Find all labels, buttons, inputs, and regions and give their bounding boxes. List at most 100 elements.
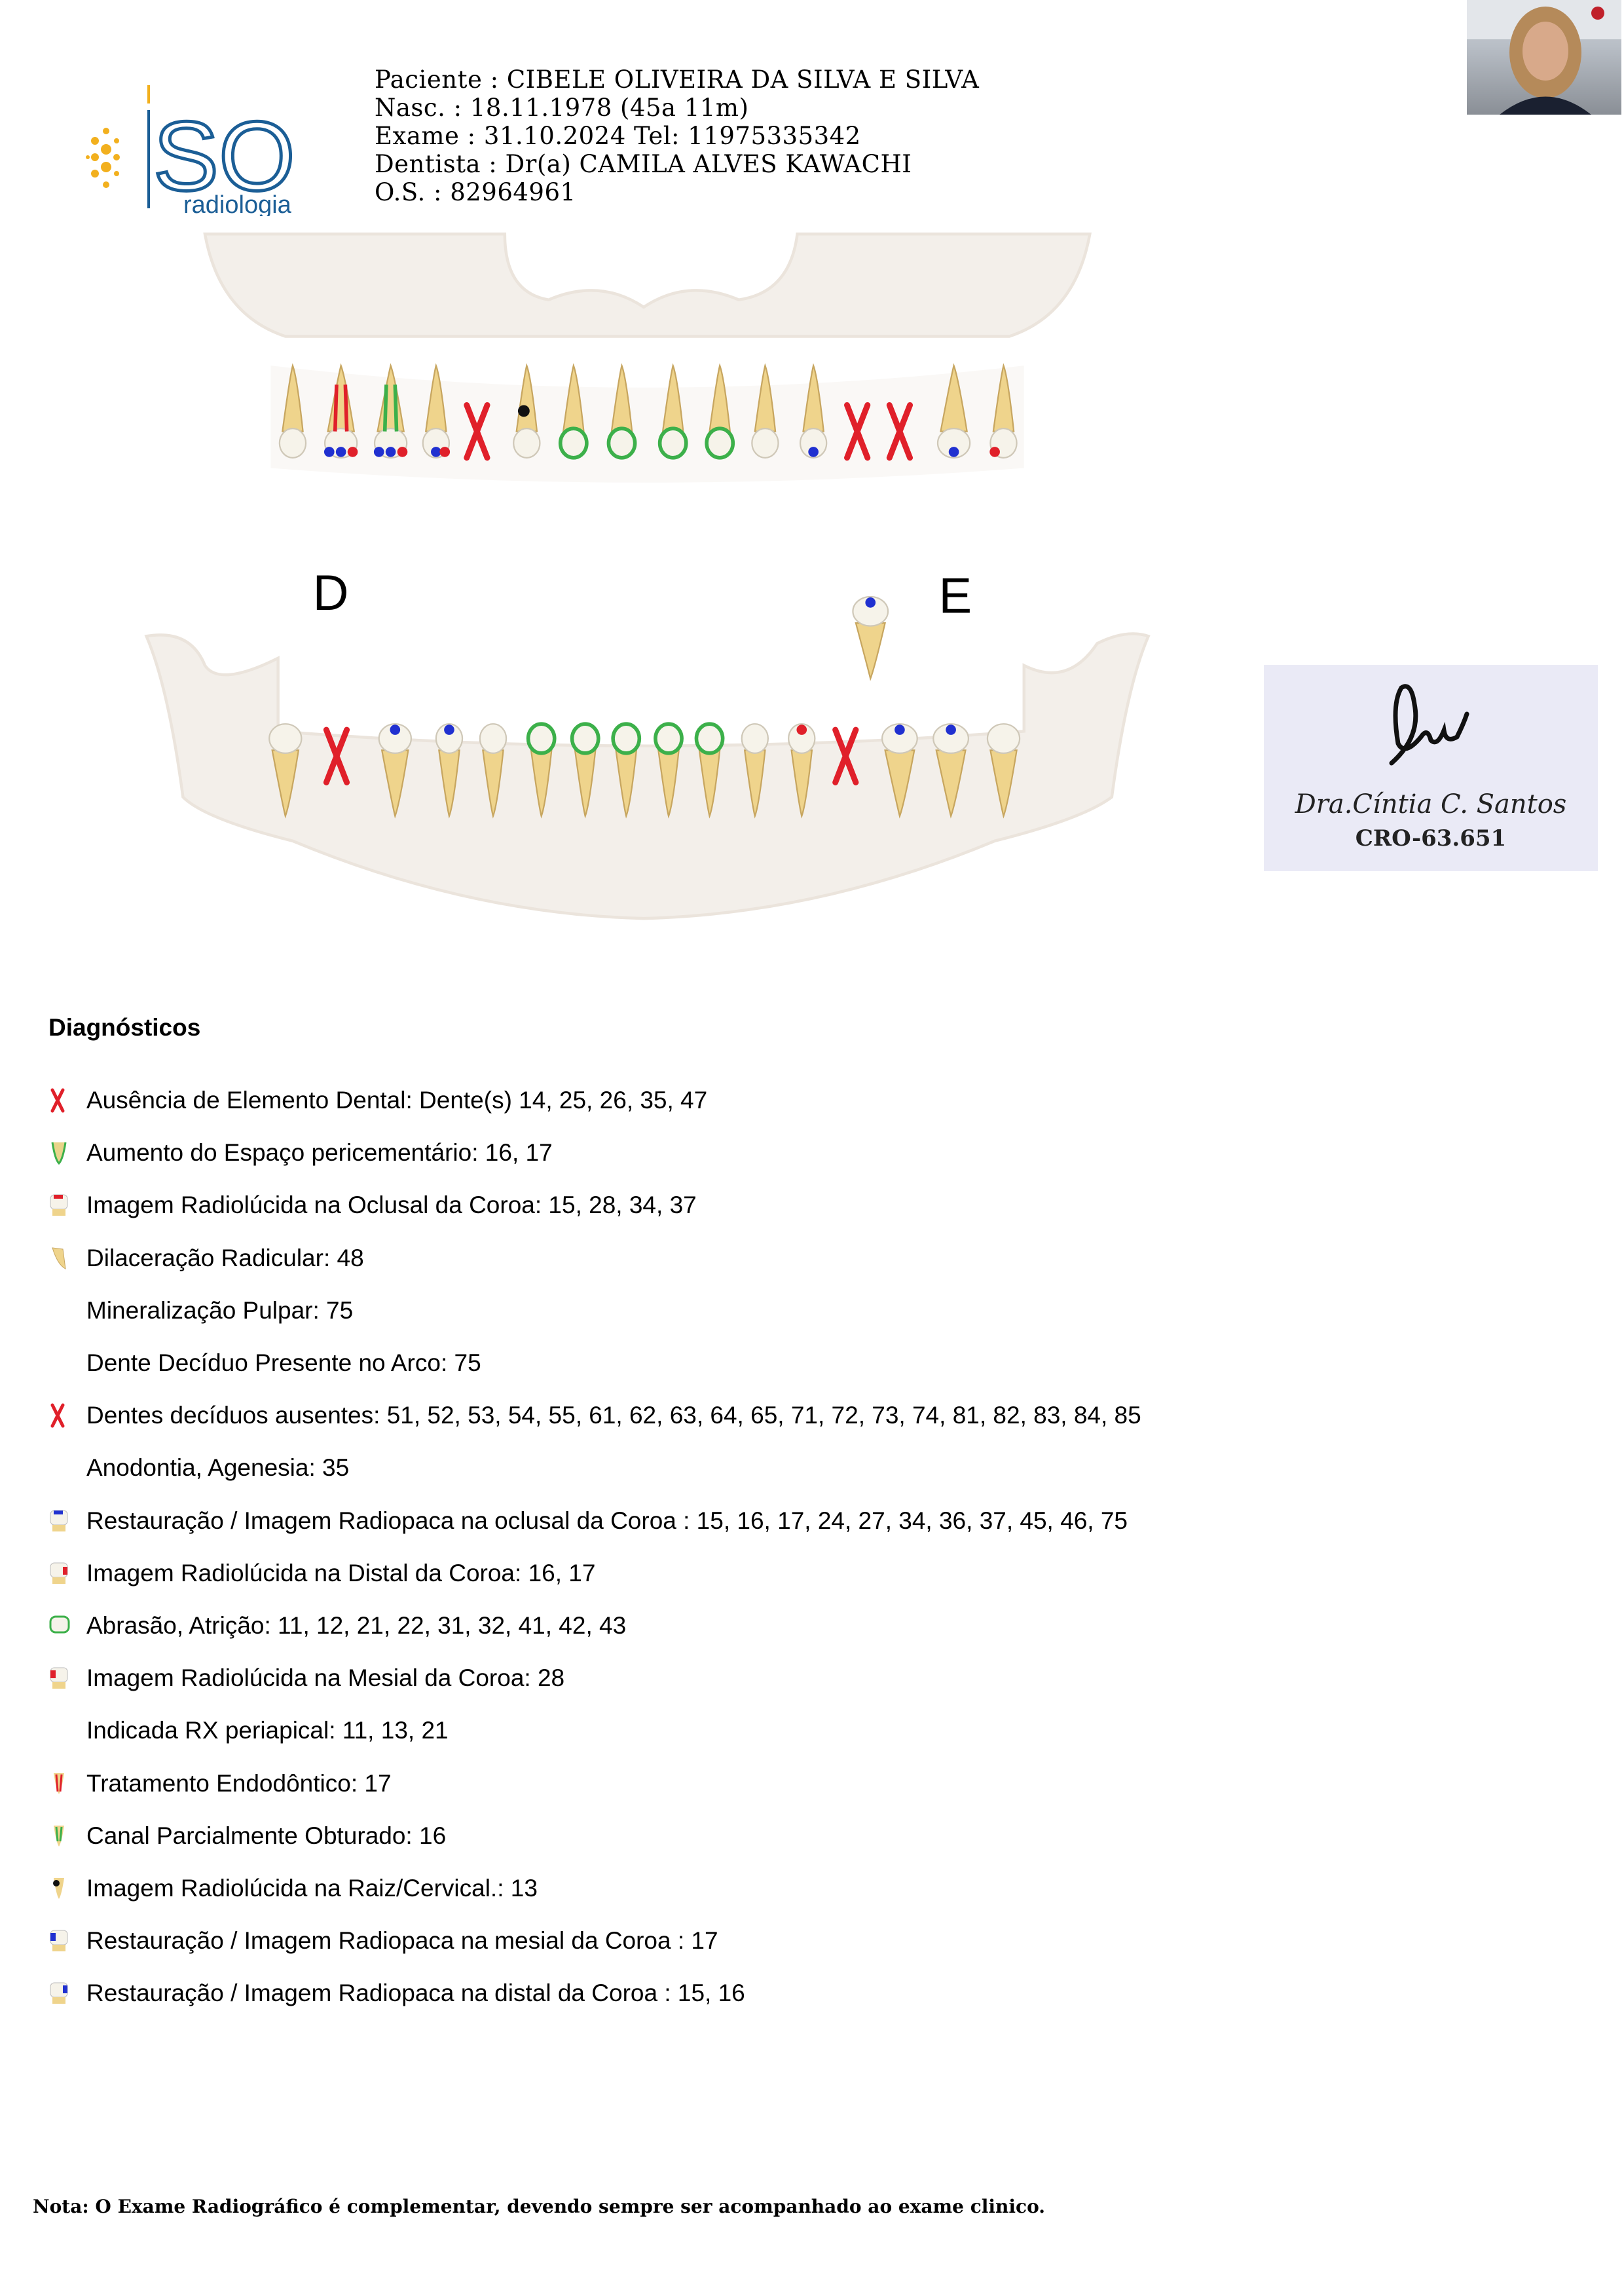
- occlusal-radiolucent-icon: [47, 1187, 86, 1224]
- diagnosis-item: Imagem Radiolúcida na Distal da Coroa: 1…: [47, 1547, 1141, 1600]
- diagnosis-item: Imagem Radiolúcida na Oclusal da Coroa: …: [47, 1179, 1141, 1231]
- order-number: O.S. : 82964961: [375, 178, 576, 206]
- tooth[interactable]: [513, 363, 541, 459]
- tooth[interactable]: [705, 363, 735, 460]
- occlusal-restoration-icon: [47, 1503, 86, 1539]
- tooth[interactable]: [323, 363, 358, 459]
- tooth[interactable]: [788, 723, 816, 819]
- diagnosis-text: Imagem Radiolúcida na Raiz/Cervical.: 13: [86, 1874, 538, 1902]
- signature-stamp: Dra.Cíntia C. Santos CRO-63.651: [1264, 665, 1598, 871]
- signer-cro: CRO-63.651: [1355, 825, 1507, 852]
- tooth[interactable]: [611, 722, 642, 819]
- diagnosis-text: Dilaceração Radicular: 48: [86, 1244, 364, 1271]
- diagnosis-text: Dente Decíduo Presente no Arco: 75: [86, 1349, 481, 1377]
- tooth[interactable]: [694, 722, 725, 819]
- upper-jaw: [203, 233, 1092, 338]
- iso-radiologia-logo: SO radiologia: [85, 79, 308, 219]
- missing-tooth-x-icon: [323, 726, 350, 785]
- logo-subtitle-text: radiologia: [183, 191, 292, 216]
- tooth[interactable]: [422, 363, 451, 459]
- diagnosis-item: Mineralização Pulpar: 75: [47, 1285, 1141, 1337]
- diagnosis-item: Tratamento Endodôntico: 17: [47, 1757, 1141, 1809]
- tooth[interactable]: [479, 723, 507, 819]
- missing-tooth-x-icon: [886, 402, 913, 461]
- diagnosis-item: Dilaceração Radicular: 48: [47, 1232, 1141, 1285]
- footer-note: Nota: O Exame Radiográfico é complementa…: [33, 2196, 1046, 2217]
- tooth[interactable]: [986, 723, 1021, 819]
- diagnosis-text: Restauração / Imagem Radiopaca na distal…: [86, 1980, 745, 2007]
- tooth[interactable]: [268, 723, 303, 819]
- diagnosis-icon-placeholder: [47, 1712, 86, 1749]
- tooth[interactable]: [570, 722, 600, 819]
- diagnosis-text: Imagem Radiolúcida na Distal da Coroa: 1…: [86, 1559, 596, 1586]
- diagnosis-icon-placeholder: [47, 1450, 86, 1486]
- right-side-label: D: [313, 565, 349, 621]
- handwritten-signature: [1389, 684, 1469, 766]
- diagnosis-text: Canal Parcialmente Obturado: 16: [86, 1822, 447, 1849]
- diagnosis-item: Restauração / Imagem Radiopaca na mesial…: [47, 1915, 1141, 1967]
- tooth[interactable]: [741, 723, 769, 819]
- tooth[interactable]: [852, 595, 889, 681]
- patient-name: Paciente : CIBELE OLIVEIRA DA SILVA E SI…: [375, 66, 980, 94]
- diagnosis-text: Restauração / Imagem Radiopaca na oclusa…: [86, 1507, 1128, 1534]
- patient-header: Paciente : CIBELE OLIVEIRA DA SILVA E SI…: [375, 66, 979, 206]
- diagnosis-text: Abrasão, Atrição: 11, 12, 21, 22, 31, 32…: [86, 1611, 627, 1639]
- diagnosis-item: Canal Parcialmente Obturado: 16: [47, 1810, 1141, 1862]
- diagnosis-item: Ausência de Elemento Dental: Dente(s) 14…: [47, 1074, 1141, 1127]
- patient-photo: [1467, 0, 1621, 115]
- missing-tooth-x-icon: [832, 726, 859, 785]
- left-side-label: E: [938, 569, 972, 624]
- diagnosis-item: Restauração / Imagem Radiopaca na distal…: [47, 1967, 1141, 2019]
- missing-tooth-x-icon: [844, 402, 871, 461]
- diagnosis-item: Indicada RX periapical: 11, 13, 21: [47, 1704, 1141, 1757]
- mesial-restoration-icon: [47, 1923, 86, 1959]
- periodontal-space-icon: [47, 1135, 86, 1171]
- tooth[interactable]: [373, 363, 408, 459]
- abrasion-icon: [47, 1607, 86, 1644]
- red-x-icon: [47, 1397, 86, 1434]
- red-x-icon: [47, 1082, 86, 1119]
- tooth[interactable]: [881, 723, 918, 819]
- tooth[interactable]: [606, 363, 637, 460]
- diagnosis-text: Tratamento Endodôntico: 17: [86, 1769, 392, 1797]
- diagnosis-text: Aumento do Espaço pericementário: 16, 17: [86, 1139, 553, 1167]
- diagnosis-text: Ausência de Elemento Dental: Dente(s) 14…: [86, 1087, 708, 1114]
- tooth[interactable]: [558, 363, 589, 460]
- tooth[interactable]: [654, 722, 684, 819]
- diagnosis-text: Indicada RX periapical: 11, 13, 21: [86, 1717, 449, 1744]
- distal-restoration-icon: [47, 1975, 86, 2012]
- diagnosis-text: Imagem Radiolúcida na Oclusal da Coroa: …: [86, 1192, 697, 1219]
- diagnosis-text: Dentes decíduos ausentes: 51, 52, 53, 54…: [86, 1402, 1141, 1429]
- diagnosis-icon-placeholder: [47, 1345, 86, 1381]
- diagnosis-text: Anodontia, Agenesia: 35: [86, 1454, 350, 1482]
- diagnosis-item: Aumento do Espaço pericementário: 16, 17: [47, 1127, 1141, 1179]
- diagnosis-text: Mineralização Pulpar: 75: [86, 1296, 354, 1324]
- root-dilaceration-icon: [47, 1240, 86, 1277]
- dental-odontogram: D E: [43, 233, 1251, 930]
- diagnosis-icon-placeholder: [47, 1292, 86, 1329]
- diagnostics-list: Ausência de Elemento Dental: Dente(s) 14…: [47, 1074, 1141, 2019]
- diagnosis-item: Dente Decíduo Presente no Arco: 75: [47, 1337, 1141, 1389]
- logo-brand-text: SO: [153, 101, 295, 211]
- diagnosis-text: Restauração / Imagem Radiopaca na mesial…: [86, 1927, 718, 1955]
- tooth[interactable]: [435, 723, 464, 819]
- diagnostics-heading: Diagnósticos: [48, 1014, 201, 1041]
- root-radiolucent-icon: [47, 1870, 86, 1907]
- signer-name: Dra.Cíntia C. Santos: [1295, 789, 1567, 819]
- tooth[interactable]: [657, 363, 688, 460]
- birth-date: Nasc. : 18.11.1978 (45a 11m): [375, 94, 749, 122]
- distal-radiolucent-icon: [47, 1555, 86, 1592]
- tooth[interactable]: [799, 363, 828, 459]
- dentist-name: Dentista : Dr(a) CAMILA ALVES KAWACHI: [375, 150, 912, 178]
- endodontic-treatment-icon: [47, 1765, 86, 1802]
- diagnosis-item: Anodontia, Agenesia: 35: [47, 1442, 1141, 1494]
- tooth[interactable]: [526, 722, 557, 819]
- tooth[interactable]: [936, 363, 971, 459]
- tooth[interactable]: [378, 723, 412, 819]
- tooth[interactable]: [278, 363, 307, 459]
- tooth[interactable]: [932, 723, 970, 819]
- partial-canal-icon: [47, 1818, 86, 1854]
- diagnosis-item: Abrasão, Atrição: 11, 12, 21, 22, 31, 32…: [47, 1600, 1141, 1652]
- tooth[interactable]: [751, 363, 779, 459]
- tooth[interactable]: [989, 363, 1018, 459]
